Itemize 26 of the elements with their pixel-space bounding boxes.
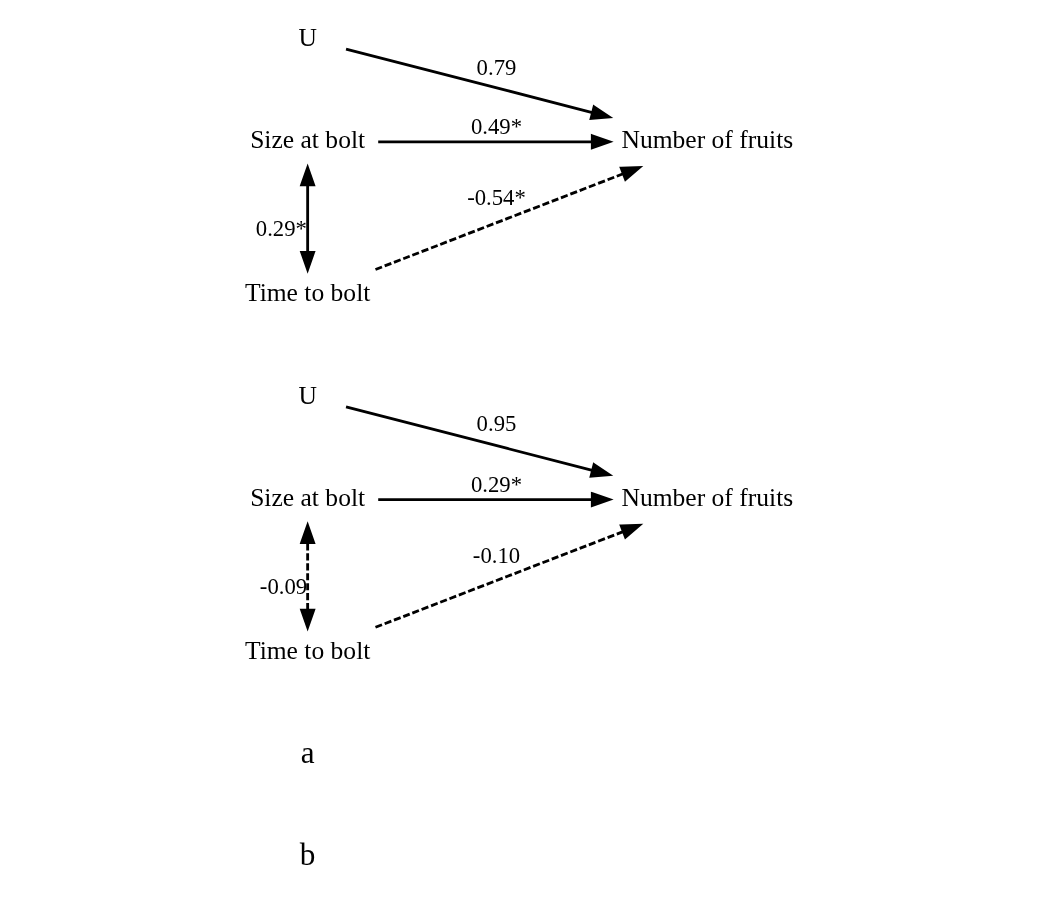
edge-label: 0.29* bbox=[255, 216, 307, 242]
edge-label: -0.54* bbox=[467, 185, 526, 211]
arrow bbox=[374, 166, 644, 271]
node-text: Time to bolt bbox=[244, 278, 371, 308]
node-text: Number of fruits bbox=[621, 125, 794, 155]
label: a bbox=[300, 735, 315, 771]
arrow bbox=[374, 523, 644, 629]
edge-label: 0.29* bbox=[470, 472, 523, 498]
edge-label: 0.95 bbox=[476, 411, 517, 437]
arrow bbox=[345, 405, 614, 478]
node-text: U bbox=[298, 380, 317, 410]
edge-label: -0.09 bbox=[259, 574, 308, 600]
arrow bbox=[378, 133, 614, 150]
node-text: Size at bolt bbox=[250, 482, 366, 512]
arrow bbox=[299, 521, 316, 632]
node-text: Time to bolt bbox=[244, 636, 371, 666]
node-text: Number of fruits bbox=[621, 482, 794, 512]
node-text: Size at bolt bbox=[250, 125, 366, 155]
arrow bbox=[299, 163, 316, 274]
arrow bbox=[345, 47, 614, 120]
edge-label: -0.10 bbox=[472, 543, 521, 569]
label: b bbox=[299, 837, 316, 873]
node-text: U bbox=[298, 22, 317, 52]
edge-label: 0.49* bbox=[470, 114, 523, 140]
edge-label: 0.79 bbox=[476, 54, 517, 80]
arrow bbox=[378, 491, 614, 508]
